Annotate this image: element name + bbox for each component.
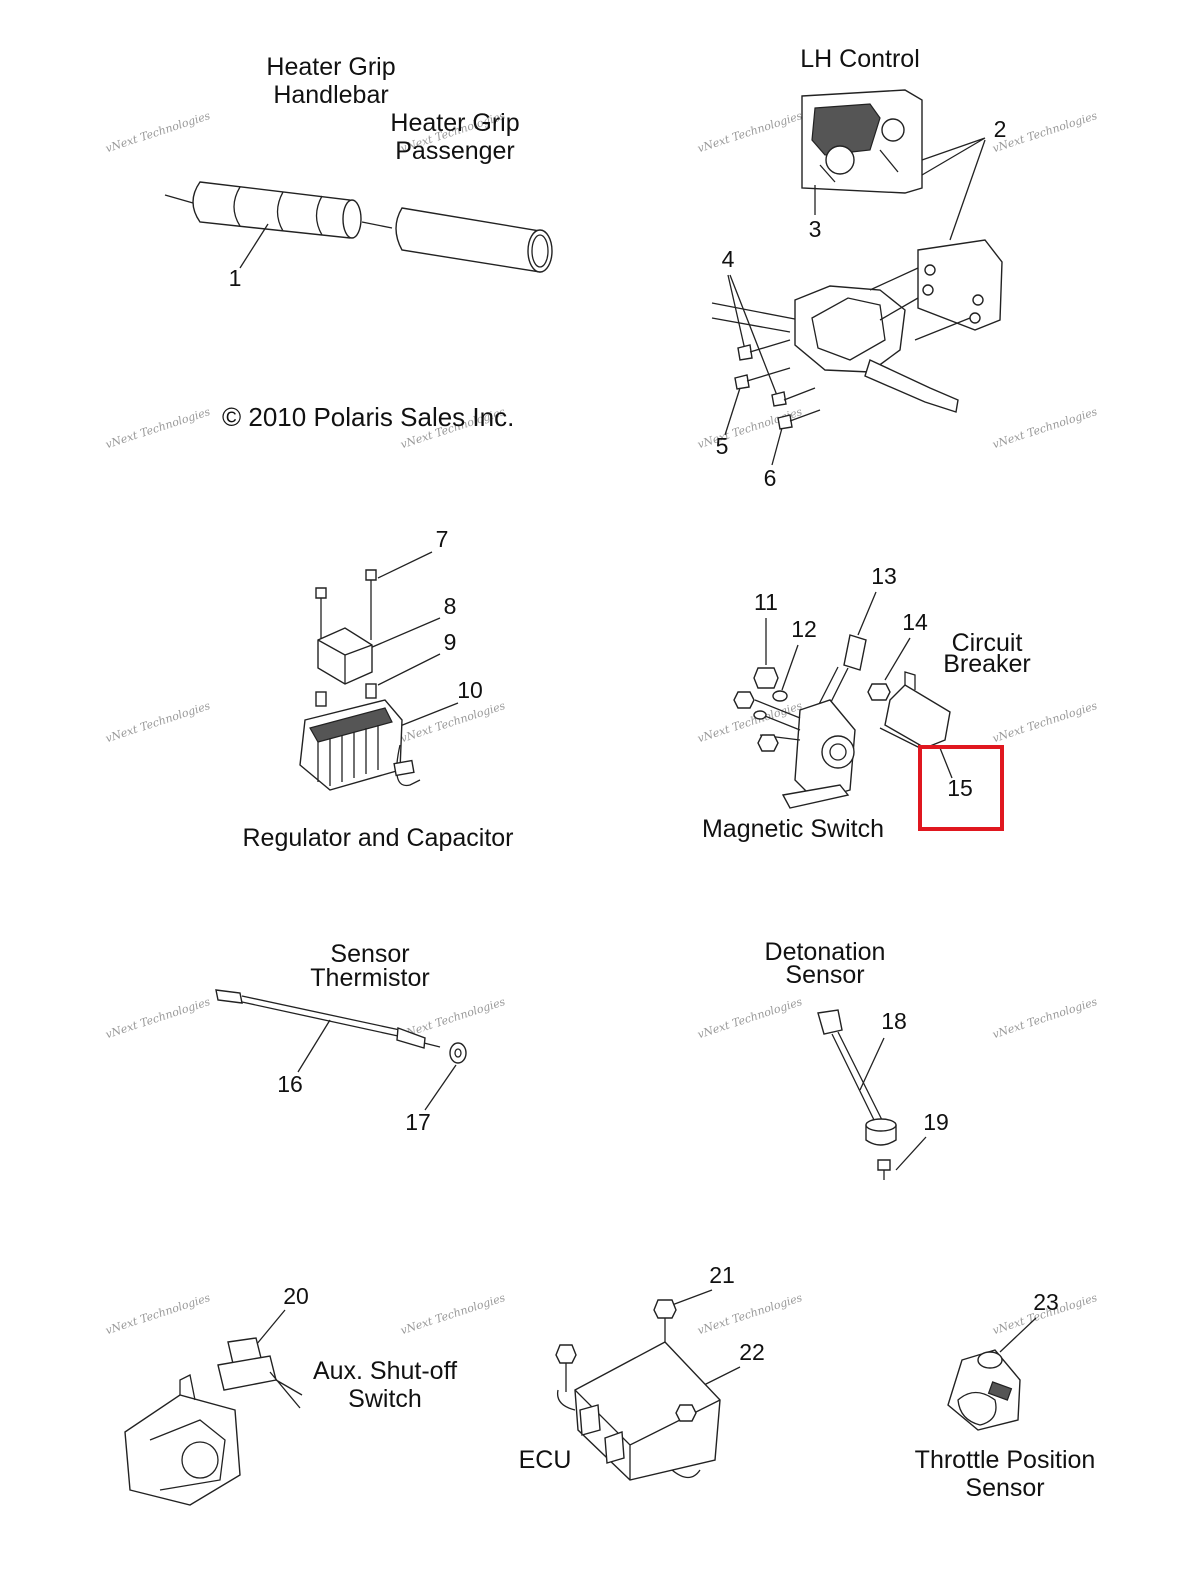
callout-17: 17	[405, 1109, 431, 1135]
detonation-connector	[817, 1009, 843, 1035]
circuit-breaker	[884, 684, 951, 749]
callout-15-highlight	[918, 745, 1004, 831]
callout-6: 6	[764, 465, 777, 491]
callout-8: 8	[444, 593, 457, 619]
passenger-grip	[395, 207, 549, 273]
brake-lever	[864, 359, 959, 413]
callout-12: 12	[791, 616, 817, 642]
watermark: vNext Technologies	[399, 699, 507, 745]
watermark: vNext Technologies	[696, 995, 804, 1041]
callout-2: 2	[994, 116, 1007, 142]
copyright-text: © 2010 Polaris Sales Inc.	[222, 402, 514, 432]
watermark: vNext Technologies	[696, 109, 804, 155]
callout-14: 14	[902, 609, 928, 635]
callout-18: 18	[881, 1008, 907, 1034]
callout-20: 20	[283, 1283, 309, 1309]
lh-control-group: LH Control 2 3 4 5 6	[711, 45, 1007, 491]
callout-3: 3	[809, 216, 822, 242]
callout-5: 5	[716, 433, 729, 459]
magnetic-switch-title: Magnetic Switch	[702, 815, 884, 843]
callout-1: 1	[229, 265, 242, 291]
thermistor-probe	[396, 1027, 426, 1049]
callout-9: 9	[444, 629, 457, 655]
watermark: vNext Technologies	[991, 995, 1099, 1041]
watermark: vNext Technologies	[696, 1291, 804, 1337]
throttle-position-sensor	[947, 1349, 1021, 1431]
callout-16: 16	[277, 1071, 303, 1097]
callout-11: 11	[754, 589, 778, 615]
watermark: vNext Technologies	[104, 1291, 212, 1337]
switch-pack	[917, 239, 1003, 331]
callout-23: 23	[1033, 1289, 1059, 1315]
callout-22: 22	[739, 1339, 765, 1365]
lh-control-title: LH Control	[800, 45, 920, 73]
ecu-group: 21 22 ECU	[519, 1262, 765, 1481]
regulator-title: Regulator and Capacitor	[243, 824, 514, 852]
watermark: vNext Technologies	[104, 995, 212, 1041]
regulator-group: 7 8 9 10 Regulator and Capacitor	[243, 526, 514, 852]
thermistor-connector	[215, 989, 243, 1004]
lh-control-body	[794, 285, 906, 373]
watermark: vNext Technologies	[991, 699, 1099, 745]
callout-4: 4	[722, 246, 735, 272]
watermark: vNext Technologies	[104, 109, 212, 155]
watermark: vNext Technologies	[991, 109, 1099, 155]
watermark: vNext Technologies	[399, 1291, 507, 1337]
callout-10: 10	[457, 677, 483, 703]
ecu-title: ECU	[519, 1446, 572, 1474]
watermark: vNext Technologies	[104, 405, 212, 451]
callout-7: 7	[436, 526, 449, 552]
aux-switch-housing	[124, 1394, 241, 1506]
callout-19: 19	[923, 1109, 949, 1135]
callout-15: 15	[947, 775, 973, 801]
callout-21: 21	[709, 1262, 735, 1288]
handlebar-grip	[192, 181, 360, 239]
watermark: vNext Technologies	[104, 699, 212, 745]
watermark: vNext Technologies	[991, 405, 1099, 451]
callout-13: 13	[871, 563, 897, 589]
